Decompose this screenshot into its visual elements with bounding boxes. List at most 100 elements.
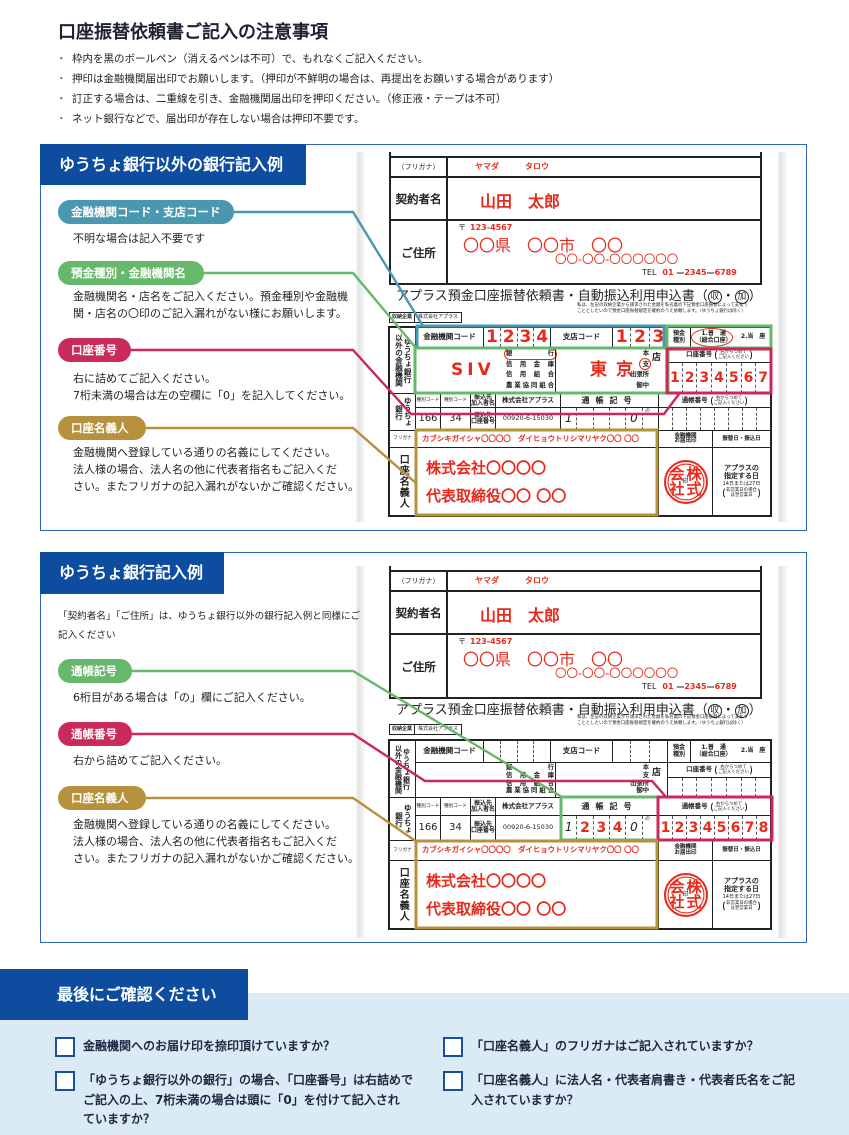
type-code-label: 種別コード — [440, 393, 471, 408]
passbook-symbol-label: 通帳記号 — [581, 395, 638, 405]
callout-account-number: 口座番号 — [58, 338, 131, 362]
description-line: さい。またフリガナの記入漏れがないかご確認ください。 — [73, 479, 359, 493]
seal-area: 会株社式印 — [658, 447, 713, 516]
printed-digit: 0 — [630, 411, 638, 426]
deposit-option-checking: 2.当 座 — [740, 333, 766, 341]
bullet-icon: ・ — [56, 73, 67, 85]
payee-name: 株式会社アプラス — [418, 314, 458, 320]
digit-cell: 5 — [714, 816, 728, 840]
section-header: ゆうちょ銀行記入例 — [40, 552, 224, 594]
date-line: 14日または27日 — [722, 481, 761, 488]
checklist-line: ていますか？ — [83, 1112, 156, 1126]
tel-part: 6789 — [714, 268, 737, 277]
postal-code-value: 123-4567 — [470, 637, 513, 646]
separator: ・ — [721, 289, 735, 304]
passbook-number-label: 通帳番号 — [681, 395, 708, 404]
digit-cell — [725, 778, 741, 797]
checklist-item: 金融機関へのお届け印を捺印頂けていますか？ — [55, 1037, 335, 1057]
checklist-text: 「口座名義人」に法人名・代表者肩書き・代表者氏名をご記入されていますか？ — [471, 1071, 795, 1110]
contractor-furigana-first: タロウ — [525, 162, 549, 171]
label-line: 銀行 — [394, 404, 404, 420]
passbook-number-header: 通帳番号右からつめてご記入ください — [658, 393, 771, 408]
branch-type: 本 — [642, 764, 649, 771]
notice-text: 訂正する場合は、二重線を引き、金融機関届出印を押印ください。（修正液・テープは不… — [72, 93, 507, 105]
account-number-label: 口座番号 — [686, 765, 713, 774]
digit-cell: 4 — [700, 816, 714, 840]
circled-mark-icon: 加 — [734, 290, 749, 304]
branch-type-list: 本 支 出張所 御中 店 — [621, 764, 661, 795]
checkbox[interactable] — [55, 1037, 75, 1057]
label-line: 加入者名 — [471, 805, 496, 813]
tel-part: 6789 — [714, 682, 737, 691]
digit-cell: 3 — [516, 328, 534, 347]
note-line: 右からつめて — [715, 801, 743, 807]
circled-mark-icon: 加 — [734, 704, 749, 718]
recipient-account-label: 振込先口座番号 — [470, 407, 496, 431]
tel-label: TEL — [642, 268, 657, 277]
right-align-note: 右からつめてご記入ください — [710, 800, 748, 813]
type-code-value: 34 — [440, 407, 471, 431]
notice-item: ・ネット銀行などで、届出印が存在しない場合は押印不要です。 — [56, 109, 559, 129]
passbook-symbol-header: 通帳記号 — [560, 393, 659, 408]
description-line: 法人様の場合、法人名の他に代表者指名もご記入くだ — [73, 462, 337, 476]
description-line: さい。またフリガナの記入漏れがないかご確認ください。 — [73, 851, 359, 865]
bank-type: 信用金庫 — [506, 771, 554, 779]
branch-code-digits — [612, 740, 668, 763]
digit-cell: 4 — [533, 328, 550, 347]
description-line: 金融機関へ登録している通りの名義にしてください。 — [73, 446, 337, 459]
checkbox[interactable] — [443, 1037, 463, 1057]
digit-cell: 8 — [756, 816, 770, 840]
holder-label: 口座名義人 — [389, 447, 416, 516]
address-label: ご住所 — [401, 659, 436, 674]
digit-cell — [613, 741, 630, 762]
branch-type: 支 — [642, 771, 649, 779]
fine-print-line: こととしたいので預金口座振替規定を確約のうえ依頼します。（ゆうちょ銀行は除く） — [577, 309, 746, 314]
checklist-line: ご記入の上、7桁未満の場合は頭に「0」を付けて記入され — [83, 1092, 400, 1107]
label-line: 金融機関 — [674, 432, 697, 439]
fine-print-line: 私は、左記の収納企業から請求された金額を私名義の下記預金口座振替によって支払う — [577, 303, 748, 308]
address-line-2: 〇〇-〇〇-〇〇〇〇〇〇 — [555, 252, 679, 266]
table-rule — [389, 633, 762, 635]
seal-label: 金融機関お届出印 — [658, 840, 713, 861]
recipient-name-label: 振込先加入者名 — [470, 797, 496, 816]
form-edge — [760, 566, 762, 572]
checkbox[interactable] — [55, 1071, 75, 1091]
label-line: お届出印 — [674, 849, 697, 856]
digit-cell — [696, 778, 711, 797]
callout-passbook-symbol: 通帳記号 — [58, 659, 132, 683]
note-line: ご記入ください — [718, 355, 749, 360]
section-frame — [40, 144, 807, 531]
digit-cell — [681, 778, 697, 797]
seal-char: 式 — [686, 892, 702, 911]
branch-type: 店 — [651, 353, 661, 363]
description-line: 金融機関名・店名をご記入ください。預金種別や金融機 — [73, 290, 348, 303]
circled-mark-icon: 収 — [707, 704, 722, 718]
digit-cell — [756, 408, 770, 430]
callout-description: 右から詰めてご記入ください。 — [73, 753, 227, 770]
checkbox[interactable] — [443, 1071, 463, 1091]
digit-cell: 4 — [608, 816, 625, 840]
digit-cell — [659, 408, 672, 430]
label-line: 金融機関 — [674, 844, 697, 850]
form-example-yucho: （フリガナ） 契約者名 ご住所 ヤマダ タロウ 山田 太郎 〒123-4567 … — [385, 566, 785, 936]
contractor-furigana-label: （フリガナ） — [397, 163, 440, 171]
digit-cell: の — [641, 408, 658, 430]
paren: ） — [748, 289, 762, 304]
account-number-header: 口座番号右からつめてご記入ください — [667, 762, 771, 778]
digit-cell — [700, 408, 714, 430]
holder-name-value: 株式会社〇〇〇〇代表取締役〇〇 〇〇 — [415, 860, 659, 929]
selection-circle-icon — [639, 358, 651, 370]
branch-code-label: 支店コード — [550, 740, 613, 763]
digit-cell: 1 — [669, 369, 680, 386]
paren: ） — [748, 703, 762, 718]
tel-dash: — — [676, 268, 685, 277]
bank-type: 信用金庫 — [506, 360, 554, 368]
section-intro: 「契約者名」「ご住所」は、ゆうちょ銀行以外の銀行記入例と同様にご 記入ください — [58, 607, 360, 645]
filled-digit: 3 — [596, 819, 607, 836]
checklist-item: 「口座名義人」のフリガナはご記入されていますか？ — [443, 1037, 759, 1057]
description-line: 7桁未満の場合は左の空欄に「0」を記入してください。 — [73, 388, 351, 402]
digit-cell: 6 — [740, 363, 756, 393]
